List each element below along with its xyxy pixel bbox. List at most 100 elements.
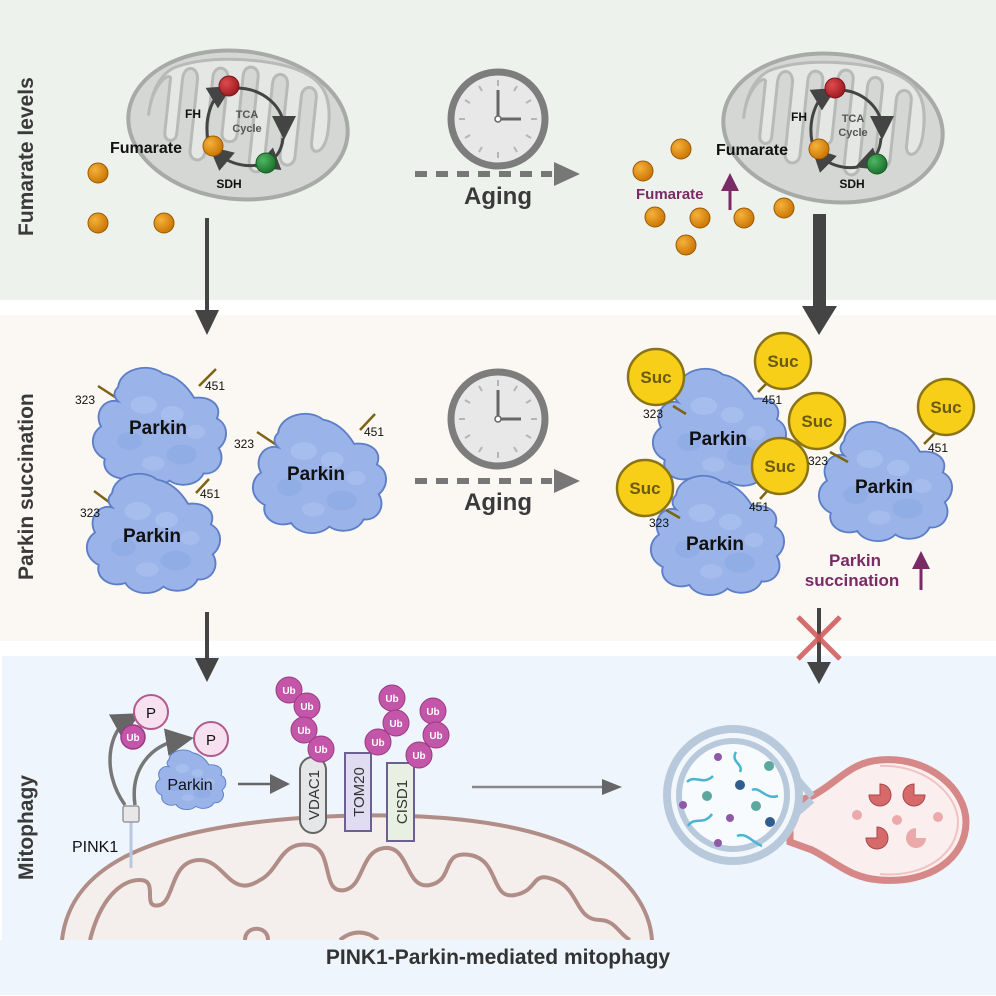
parkin-label: Parkin [689,429,747,450]
parkin-phospho: P Parkin [155,721,229,811]
parkin-left-3: Parkin 323 451 [234,412,387,535]
pink1-label: PINK1 [72,839,118,856]
tca-cycle-left: FH TCA Cycle Fumarate SDH [110,75,296,191]
ubiquitin-phospho: P Ub [120,694,169,750]
succinate-adduct: Suc [787,391,847,451]
site-323: 323 [80,506,100,520]
side-label-mitophagy: Mitophagy [15,775,38,880]
parkin-left-2: Parkin 323 451 [80,472,221,595]
site-451: 451 [749,500,769,514]
side-label-fumarate-levels: Fumarate levels [15,77,38,236]
svg-text:VDAC1: VDAC1 [306,770,323,820]
side-label-parkin-succination: Parkin succination [15,393,38,580]
arrow-down-left-2 [195,612,219,682]
ubiquitin: Ub [382,709,410,737]
parkin-label: Parkin [287,464,345,485]
tca-label-1: TCA [236,109,259,121]
svg-text:Ub: Ub [429,731,442,742]
mitochondrion-membrane [0,813,996,995]
ubiquitin: Ub [422,721,450,749]
site-451: 451 [205,379,225,393]
site-451: 451 [200,487,220,501]
aging-arrow-middle [415,469,580,493]
succinate-adduct: Suc [615,458,675,518]
site-323: 323 [649,516,669,530]
autolysosome [663,725,970,884]
succinate-adduct: Suc [753,331,813,391]
fumarate-label-right: Fumarate [716,142,788,159]
svg-text:Ub: Ub [282,686,295,697]
svg-text:Suc: Suc [629,479,660,498]
parkin-right-3: Parkin [817,420,953,543]
parkin-right-2: Parkin [649,474,785,597]
parkin-left-1: Parkin 323 451 [75,366,227,489]
svg-text:Suc: Suc [640,368,671,387]
ubiquitin: Ub [405,741,433,769]
parkin-label: Parkin [123,526,181,547]
arrow-to-lysosome [472,779,622,795]
parkin-label: Parkin [167,777,212,794]
aging-clock-middle [447,368,549,470]
ubiquitin: Ub [307,735,335,763]
svg-text:Ub: Ub [300,702,313,713]
fh-label-right: FH [791,110,807,124]
fumarate-pool-right [632,138,795,256]
aging-clock-top [447,68,549,170]
caption: PINK1-Parkin-mediated mitophagy [326,946,671,969]
tca-label-right-2: Cycle [838,127,867,139]
svg-text:Ub: Ub [412,751,425,762]
site-451: 451 [928,441,948,455]
succination-increase-line2: succination [805,571,899,590]
site-451: 451 [762,393,782,407]
tca-cycle-right: FH TCA Cycle Fumarate SDH [716,77,894,191]
protein-cisd1: CISD1 [386,762,415,842]
succinate-adduct: Suc [916,377,976,437]
svg-text:P: P [206,732,216,749]
svg-text:Ub: Ub [371,738,384,749]
ubiquitin: Ub [275,676,303,704]
svg-text:TOM20: TOM20 [351,767,368,817]
svg-text:Suc: Suc [767,352,798,371]
aging-label-top: Aging [464,183,532,210]
site-451: 451 [364,425,384,439]
svg-text:P: P [146,705,156,722]
tca-green-molecule [255,152,277,174]
arrow-down-left-1 [195,218,219,335]
succinate-adduct: Suc [750,436,810,496]
tca-label-2: Cycle [232,123,261,135]
svg-text:Ub: Ub [126,733,139,744]
aging-arrow-top [415,162,580,186]
fumarate-pool-left [87,162,175,234]
tca-label-right-1: TCA [842,113,865,125]
pink1 [108,713,194,868]
svg-text:Ub: Ub [389,719,402,730]
ubiquitin: Ub [290,716,318,744]
sdh-label: SDH [216,177,241,191]
svg-text:Suc: Suc [764,457,795,476]
protein-vdac1: VDAC1 [299,756,327,834]
succination-increase-line1: Parkin [829,551,881,570]
aging-label-middle: Aging [464,489,532,516]
arrow-down-right-1 [802,214,837,335]
protein-tom20: TOM20 [344,752,372,832]
ubiquitin: Ub [378,684,406,712]
tca-red-molecule [218,75,240,97]
succinate-adduct: Suc [626,347,686,407]
svg-text:Ub: Ub [297,726,310,737]
ubiquitin: Ub [364,728,392,756]
site-323: 323 [75,393,95,407]
svg-text:Suc: Suc [801,412,832,431]
site-323: 323 [643,407,663,421]
succinate-group: Suc Suc Suc Suc Suc Suc [615,331,976,518]
sdh-label-right: SDH [839,177,864,191]
fumarate-molecule [202,135,224,157]
site-323: 323 [808,454,828,468]
fh-label: FH [185,107,201,121]
svg-text:Ub: Ub [426,707,439,718]
svg-text:Suc: Suc [930,398,961,417]
ubiquitin: Ub [293,692,321,720]
svg-text:Ub: Ub [385,694,398,705]
svg-text:Ub: Ub [314,745,327,756]
parkin-label: Parkin [855,477,913,498]
